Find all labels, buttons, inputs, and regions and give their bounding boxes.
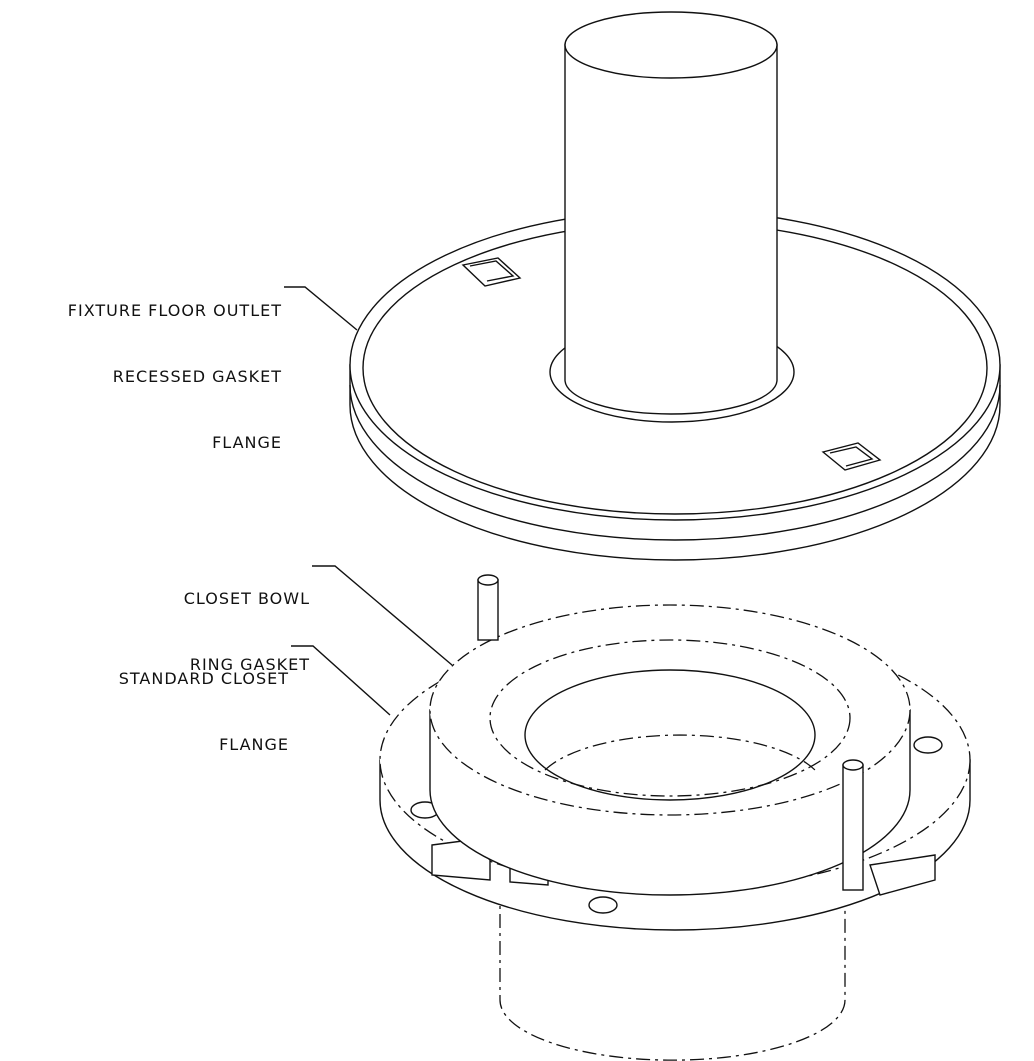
label-line: CLOSET BOWL: [183, 589, 310, 608]
leader-ring-gasket: [312, 565, 453, 666]
label-line: FLANGE: [212, 433, 282, 452]
label-closet-bowl-ring-gasket: CLOSET BOWL RING GASKET: [184, 544, 310, 698]
label-line: FIXTURE FLOOR OUTLET: [67, 301, 282, 320]
label-line: STANDARD CLOSET: [118, 669, 289, 688]
label-standard-closet-flange: STANDARD CLOSET FLANGE: [119, 624, 289, 778]
closet-bowl-ring-gasket: [429, 604, 936, 896]
leader-standard-flange: [291, 645, 391, 716]
leader-fixture-flange: [284, 286, 358, 331]
label-line: FLANGE: [219, 735, 289, 754]
label-fixture-floor-outlet-flange: FIXTURE FLOOR OUTLET RECESSED GASKET FLA…: [68, 256, 282, 476]
label-line: RECESSED GASKET: [112, 367, 282, 386]
bolt-studs: [477, 574, 864, 891]
outlet-pipe: [564, 11, 778, 415]
label-line: RING GASKET: [189, 655, 310, 674]
